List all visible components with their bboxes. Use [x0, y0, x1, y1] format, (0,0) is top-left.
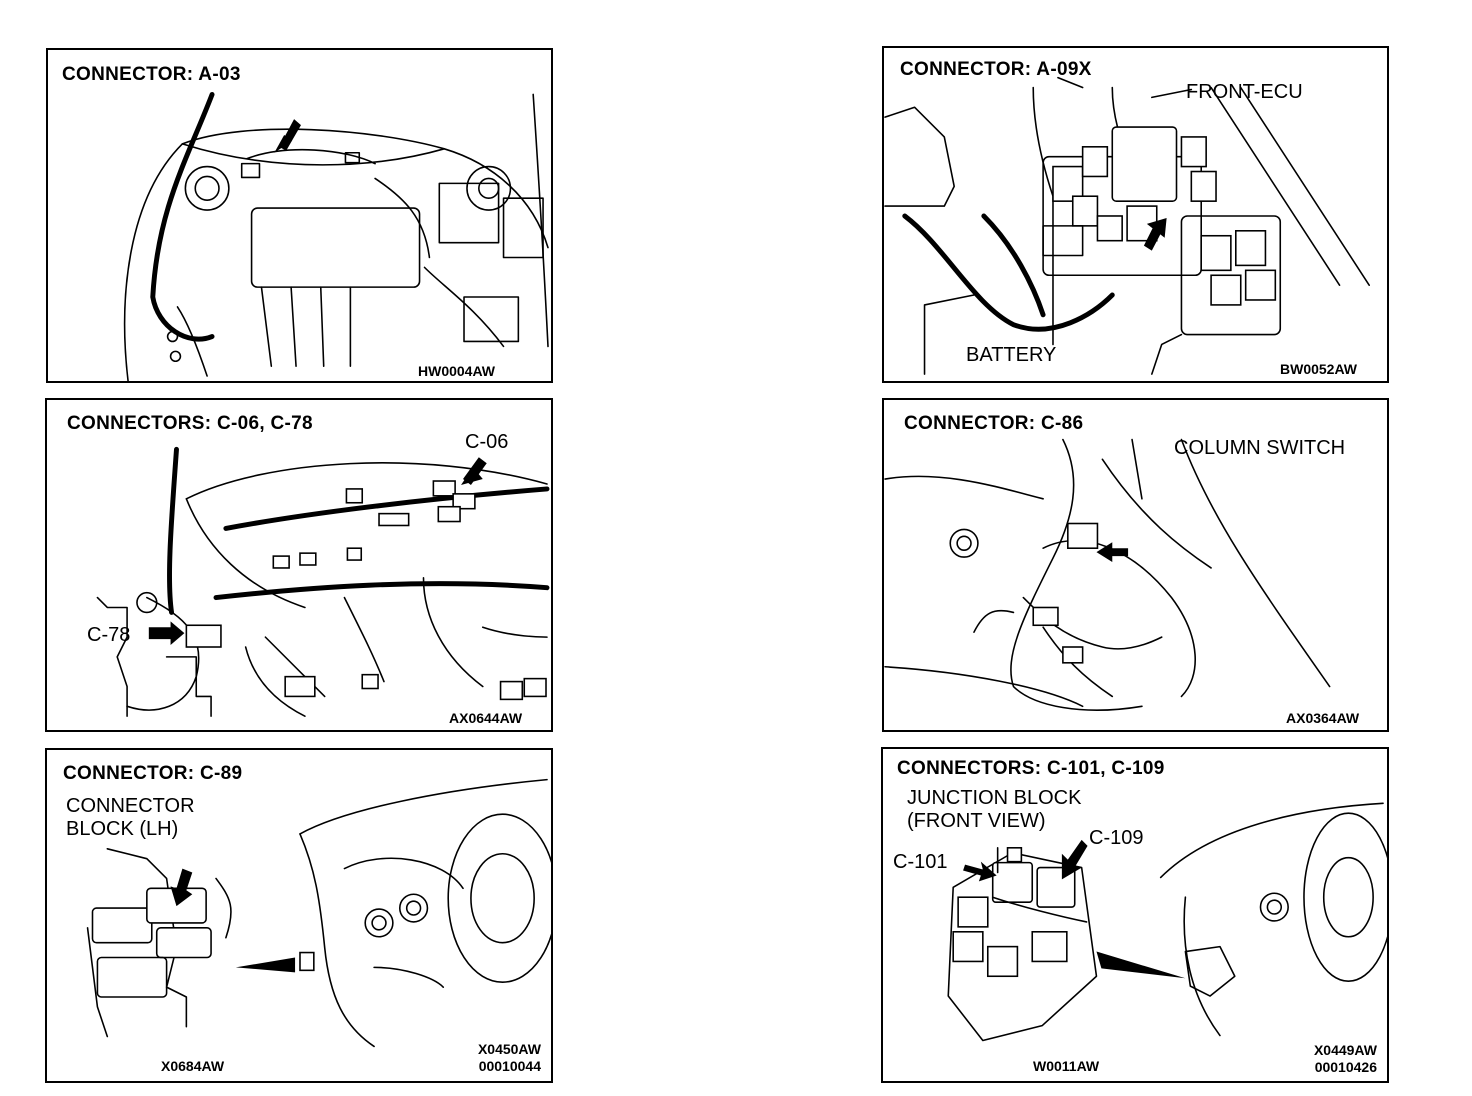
junction-block-label-line2: (FRONT VIEW) [907, 810, 1046, 832]
panel-title: CONNECTORS: C-101, C-109 [897, 758, 1165, 779]
figure-serial: 00010044 [478, 1058, 541, 1074]
diagram-panel-c06-c78: CONNECTORS: C-06, C-78 C-06 C-78 AX0644A… [45, 398, 553, 732]
c101-label: C-101 [893, 851, 948, 873]
steering-column-illustration [884, 438, 1331, 711]
panel-title: CONNECTOR: A-09X [900, 59, 1092, 80]
diagram-panel-a09x: CONNECTOR: A-09X FRONT-ECU BATTERY BW005… [882, 46, 1389, 383]
diagram-panel-c89: CONNECTOR: C-89 CONNECTOR BLOCK (LH) X06… [45, 748, 553, 1083]
figure-code: AX0644AW [449, 710, 523, 726]
panel-title: CONNECTOR: C-86 [904, 413, 1084, 434]
diagram-panel-c86: CONNECTOR: C-86 COLUMN SWITCH AX0364AW [882, 398, 1389, 732]
relay-box-illustration [884, 76, 1370, 375]
connector-block-label-line2: BLOCK (LH) [66, 818, 179, 840]
connector-block-illustration [86, 778, 551, 1048]
c109-label: C-109 [1089, 827, 1144, 849]
figure-code: AX0364AW [1286, 710, 1360, 726]
diagram-panel-a03: CONNECTOR: A-03 HW0004AW [46, 48, 553, 383]
junction-block-label-line1: JUNCTION BLOCK [907, 787, 1082, 809]
column-switch-label: COLUMN SWITCH [1174, 437, 1346, 459]
battery-label: BATTERY [966, 344, 1057, 366]
engine-bay-illustration [123, 91, 549, 381]
c06-label: C-06 [465, 431, 509, 453]
junction-block-illustration [947, 802, 1387, 1042]
panel-title: CONNECTOR: C-89 [63, 763, 243, 784]
panel-title: CONNECTOR: A-03 [62, 64, 241, 85]
figure-code-left: W0011AW [1033, 1058, 1100, 1074]
figure-code: HW0004AW [418, 363, 496, 379]
front-ecu-label: FRONT-ECU [1186, 81, 1303, 103]
figure-serial: 00010426 [1314, 1059, 1377, 1075]
figure-code-right: X0449AW [1313, 1042, 1377, 1058]
figure-code: BW0052AW [1280, 361, 1358, 377]
figure-code-right: X0450AW [477, 1041, 541, 1057]
connector-block-label-line1: CONNECTOR [66, 795, 195, 817]
panel-title: CONNECTORS: C-06, C-78 [67, 413, 313, 434]
figure-code-left: X0684AW [161, 1058, 225, 1074]
dashboard-harness-illustration [96, 446, 550, 717]
c78-label: C-78 [87, 624, 131, 646]
diagram-panel-c101-c109: CONNECTORS: C-101, C-109 JUNCTION BLOCK … [881, 747, 1389, 1083]
